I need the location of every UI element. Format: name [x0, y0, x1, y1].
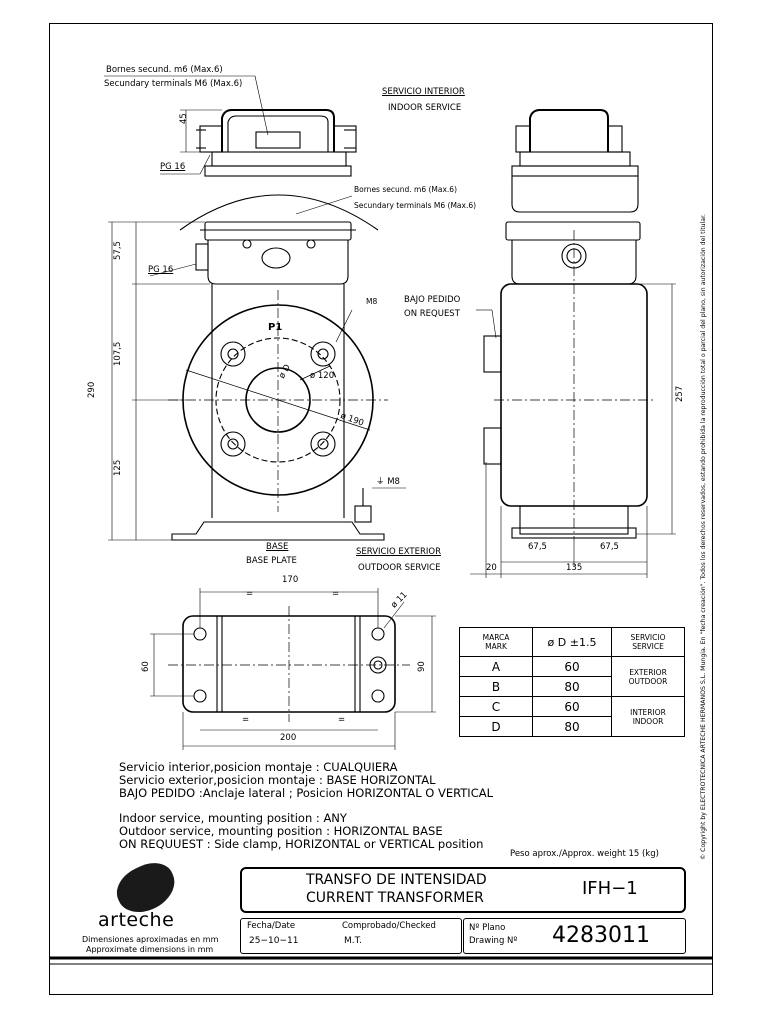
note-es-3: BAJO PEDIDO :Anclaje lateral ; Posicion …	[119, 786, 494, 800]
m8-label: M8	[366, 297, 378, 306]
drawing-number-box	[463, 918, 686, 954]
indoor-service-es: SERVICIO INTERIOR	[382, 87, 465, 97]
service-indoor-cell: INTERIOR INDOOR	[611, 696, 685, 737]
dim-67-5-a: 67,5	[528, 542, 547, 552]
checked-value: M.T.	[344, 936, 362, 946]
note-en-3: ON REQUUEST : Side clamp, HORIZONTAL or …	[119, 837, 484, 851]
dim-170: 170	[282, 575, 299, 585]
diameter-cell: 60	[532, 696, 612, 717]
eq-mark-3: =	[242, 715, 250, 725]
bornes-mid-en: Secundary terminals M6 (Max.6)	[354, 201, 477, 210]
dim-135: 135	[566, 563, 583, 573]
front-view	[104, 75, 406, 541]
dim-60: 60	[141, 661, 151, 672]
bornes-top-en: Secundary terminals M6 (Max.6)	[104, 79, 243, 89]
outdoor-service-es: SERVICIO EXTERIOR	[356, 547, 441, 557]
indoor-service-en: INDOOR SERVICE	[388, 103, 462, 113]
dim-90: 90	[417, 661, 427, 672]
pg16-top: PG 16	[160, 162, 186, 172]
checked-label: Comprobado/Checked	[342, 921, 436, 931]
eq-mark-2: =	[332, 589, 340, 599]
eq-mark-4: =	[338, 715, 346, 725]
approx-dims-es: Dimensiones aproximadas en mm	[82, 935, 219, 944]
dim-290: 290	[87, 381, 97, 398]
mark-table: MARCA MARK ø D ±1.5 SERVICIO SERVICE A 6…	[459, 627, 685, 737]
weight-note: Peso aprox./Approx. weight 15 (kg)	[510, 849, 659, 859]
service-exterior: EXTERIOR	[629, 667, 667, 677]
date-checked-box	[240, 918, 462, 954]
pg16-side: PG 16	[148, 265, 174, 275]
dim-45: 45	[179, 113, 189, 124]
note-en-2: Outdoor service, mounting position : HOR…	[119, 824, 443, 838]
title-es: TRANSFO DE INTENSIDAD	[306, 872, 487, 888]
note-en-1: Indoor service, mounting position : ANY	[119, 811, 347, 825]
plan-label-en: Drawing Nº	[469, 936, 518, 946]
note-es-2: Servicio exterior,posicion montaje : BAS…	[119, 773, 436, 787]
drawing-number: 4283011	[552, 923, 650, 948]
base-en: BASE PLATE	[246, 556, 297, 566]
dim-107-5: 107,5	[113, 341, 123, 366]
bornes-top-es: Bornes secund. m6 (Max.6)	[106, 65, 223, 75]
dim-20: 20	[486, 563, 497, 573]
plan-label-es: Nº Plano	[469, 923, 506, 933]
approx-dims-en: Approximate dimensions in mm	[86, 945, 214, 954]
note-es-1: Servicio interior,posicion montaje : CUA…	[119, 760, 398, 774]
date-label: Fecha/Date	[247, 921, 296, 931]
mark-cell: C	[459, 696, 533, 717]
base-es: BASE	[266, 542, 289, 552]
copyright-notice: © Copyright by ELECTROTECNICA ARTECHE HE…	[700, 213, 707, 860]
phi-120-label: ø 120	[310, 371, 335, 381]
title-box	[240, 867, 686, 913]
service-indoor: INDOOR	[632, 716, 664, 726]
eq-mark-1: =	[246, 589, 254, 599]
service-outdoor: OUTDOOR	[628, 676, 668, 686]
on-request-es: BAJO PEDIDO	[404, 295, 461, 305]
brand-name: arteche	[98, 909, 175, 931]
table-row: C 60 INTERIOR INDOOR	[459, 696, 685, 737]
on-request-en: ON REQUEST	[404, 309, 460, 319]
diameter-cell: 60	[532, 656, 612, 677]
dim-67-5-b: 67,5	[600, 542, 619, 552]
mark-cell: B	[459, 676, 533, 697]
dim-200: 200	[280, 733, 297, 743]
diameter-cell: 80	[532, 676, 612, 697]
dim-125: 125	[113, 459, 123, 476]
table-row: D 80	[459, 716, 685, 737]
date-value: 25−10−11	[249, 936, 299, 946]
p1-marking: P1	[268, 322, 283, 333]
col-header-service: SERVICIO SERVICE	[611, 627, 685, 657]
title-en: CURRENT TRANSFORMER	[306, 890, 484, 906]
bornes-mid-es: Bornes secund. m6 (Max.6)	[354, 185, 458, 194]
dim-57-5: 57,5	[113, 241, 123, 260]
col-header-diameter: ø D ±1.5	[532, 627, 612, 657]
notes-english: Indoor service, mounting position : ANY …	[119, 812, 483, 851]
notes-spanish: Servicio interior,posicion montaje : CUA…	[119, 761, 493, 800]
ground-m8: ⏚ M8	[376, 477, 400, 487]
base-plate-view	[150, 588, 436, 750]
col-header-mark: MARCA MARK	[459, 627, 533, 657]
mark-cell: D	[459, 716, 533, 737]
model-number: IFH−1	[582, 878, 638, 899]
mark-cell: A	[459, 656, 533, 677]
drawing-sheet	[49, 23, 713, 995]
service-interior: INTERIOR	[630, 707, 666, 717]
table-row: B 80	[459, 676, 685, 697]
side-view	[470, 109, 676, 578]
diameter-cell: 80	[532, 716, 612, 737]
service-outdoor-cell: EXTERIOR OUTDOOR	[611, 656, 685, 697]
dim-257: 257	[675, 385, 685, 402]
table-row: A 60 EXTERIOR OUTDOOR	[459, 656, 685, 697]
outdoor-service-en: OUTDOOR SERVICE	[358, 563, 441, 573]
